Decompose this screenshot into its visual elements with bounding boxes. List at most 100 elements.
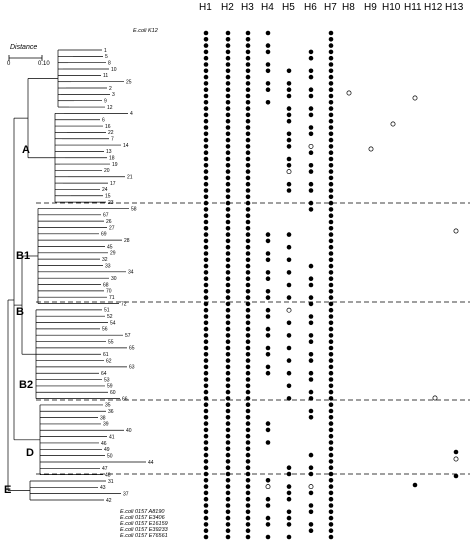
dot-h5 — [286, 333, 292, 338]
leaf-label: 53 — [104, 377, 110, 383]
dot-h10 — [390, 121, 396, 127]
dot-h2 — [225, 37, 231, 42]
dot-h1 — [203, 238, 209, 244]
dot-h5 — [286, 484, 292, 489]
dot-h3 — [245, 49, 251, 55]
dot-h6 — [308, 163, 314, 168]
dot-h7 — [328, 87, 334, 92]
dot-h7 — [328, 446, 334, 452]
dot-h1 — [203, 194, 209, 200]
leaf-label: 14 — [123, 143, 129, 149]
dot-h3 — [245, 163, 251, 168]
dot-h6 — [308, 490, 314, 496]
dot-h7 — [328, 389, 334, 395]
dot-h3 — [245, 188, 251, 193]
reference-0157-2: E.coli 0157 E3406 — [120, 515, 165, 521]
dot-h5 — [286, 131, 292, 137]
dot-h3 — [245, 219, 251, 225]
dot-h3 — [245, 181, 251, 187]
dot-h3 — [245, 144, 251, 149]
dendrogram-tree — [7, 49, 146, 501]
dot-h6 — [308, 200, 314, 206]
leaf-label: 31 — [108, 479, 114, 485]
dot-h5 — [286, 87, 292, 92]
dot-h7 — [328, 427, 334, 433]
dot-h5 — [286, 282, 292, 288]
dot-h1 — [203, 188, 209, 193]
dot-h6 — [308, 415, 314, 420]
dot-h3 — [245, 433, 251, 439]
dot-h4 — [265, 270, 271, 275]
dot-h6 — [308, 112, 314, 118]
dot-h3 — [245, 320, 251, 326]
dot-h4 — [265, 333, 271, 338]
leaf-label: 29 — [110, 251, 116, 257]
dot-h3 — [245, 68, 251, 74]
leaf-label: 57 — [125, 333, 131, 339]
dot-h2 — [225, 68, 231, 74]
dot-h2 — [225, 62, 231, 67]
dot-h1 — [203, 496, 209, 502]
dot-h1 — [203, 490, 209, 496]
dot-h3 — [245, 364, 251, 370]
dot-h2 — [225, 118, 231, 124]
leaf-label: 5 — [105, 54, 108, 60]
leaf-label: 25 — [126, 79, 132, 85]
dot-h7 — [328, 131, 334, 137]
dot-h5 — [286, 509, 292, 515]
dot-h2 — [225, 131, 231, 137]
dot-h3 — [245, 156, 251, 162]
dot-h4 — [265, 427, 271, 433]
dot-h1 — [203, 358, 209, 363]
leaf-label: 27 — [109, 225, 115, 231]
dot-h2 — [225, 490, 231, 496]
dot-h7 — [328, 74, 334, 80]
dot-h2 — [225, 314, 231, 319]
column-header-h9: H9 — [364, 2, 377, 13]
distance-scale-bar — [8, 55, 43, 61]
dot-h4 — [265, 238, 271, 244]
dot-h6 — [308, 188, 314, 193]
dot-h3 — [245, 62, 251, 67]
dot-h7 — [328, 150, 334, 155]
dot-h7 — [328, 112, 334, 118]
dot-h3 — [245, 396, 251, 401]
dot-h1 — [203, 307, 209, 313]
dot-h2 — [225, 213, 231, 218]
dot-h7 — [328, 326, 334, 332]
dot-h4 — [265, 276, 271, 282]
dot-h1 — [203, 465, 209, 471]
dot-h6 — [308, 484, 314, 490]
leaf-label: 9 — [104, 99, 107, 105]
dot-h1 — [203, 389, 209, 395]
dot-h7 — [328, 471, 334, 477]
leaf-label: 26 — [106, 219, 112, 225]
dot-h2 — [225, 74, 231, 80]
leaf-label: 62 — [106, 358, 112, 364]
dot-h2 — [225, 339, 231, 345]
dot-h5 — [286, 320, 292, 326]
dot-h4 — [265, 49, 271, 55]
dot-h2 — [225, 276, 231, 282]
dot-h1 — [203, 93, 209, 99]
column-header-h2: H2 — [221, 2, 234, 13]
dot-h4 — [265, 478, 271, 483]
dot-h5 — [286, 81, 292, 86]
dot-h6 — [308, 282, 314, 288]
dot-h4 — [265, 251, 271, 256]
dot-h2 — [225, 301, 231, 307]
leaf-label: 70 — [106, 289, 112, 295]
leaf-label: 19 — [112, 162, 118, 168]
leaf-label: 43 — [100, 485, 106, 491]
dot-h3 — [245, 112, 251, 118]
dot-h7 — [328, 251, 334, 256]
dot-h5 — [286, 358, 292, 363]
dot-h1 — [203, 74, 209, 80]
dot-h7 — [328, 169, 334, 174]
dot-h3 — [245, 43, 251, 48]
dot-h2 — [225, 446, 231, 452]
dot-h7 — [328, 295, 334, 300]
dot-h2 — [225, 402, 231, 408]
dot-h7 — [328, 534, 334, 540]
dot-h3 — [245, 106, 251, 111]
